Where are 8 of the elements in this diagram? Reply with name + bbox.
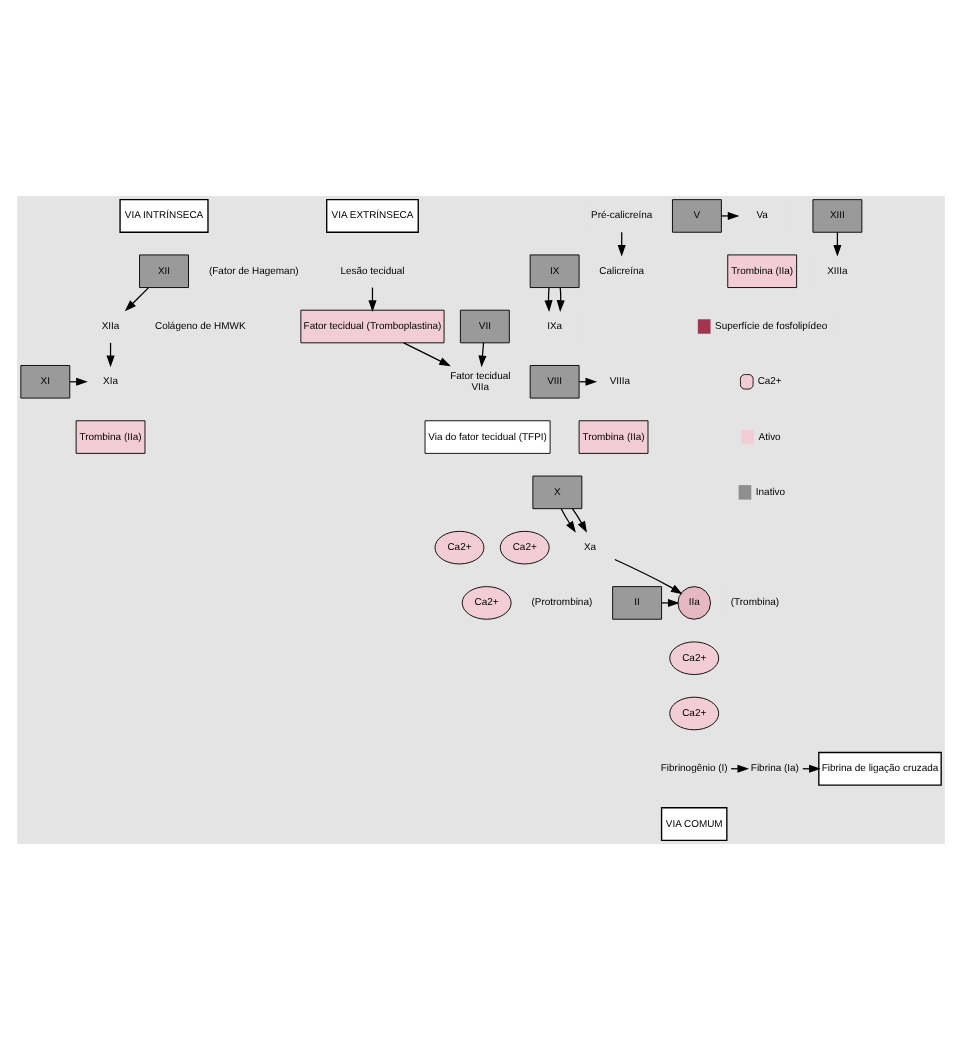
arrow [560,507,576,532]
arrow [571,507,587,532]
arrow [478,341,487,367]
arrow [403,341,451,366]
arrow [661,597,680,606]
arrow [124,285,150,311]
arrow [614,557,683,594]
arrow [721,210,740,219]
